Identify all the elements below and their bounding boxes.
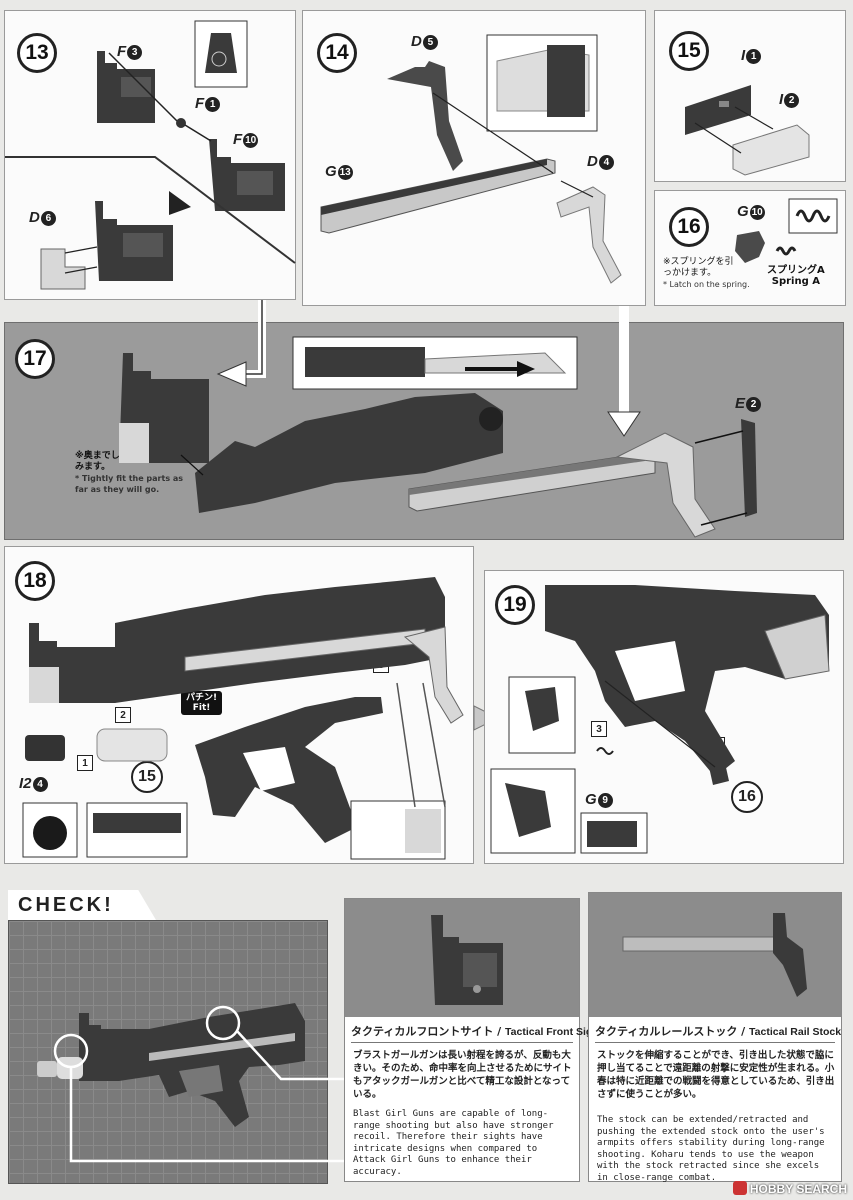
- ref-step-15-badge: 15: [131, 761, 163, 793]
- step-19-panel: 19 G9 16 1 2 3: [484, 570, 844, 864]
- front-sight-body-jp: ブラストガールガンは長い射程を誇るが、反動も大きい。そのため、命中率を向上させる…: [353, 1050, 572, 1100]
- hobby-search-logo-icon: [732, 1181, 747, 1195]
- rail-stock-image: [589, 893, 841, 1017]
- step-18-illustration: [22, 577, 464, 860]
- step-15-number: 15: [669, 31, 709, 71]
- check-gun-illustration: [37, 1003, 345, 1163]
- ref-step-16-badge: 16: [731, 781, 763, 813]
- front-sight-image: [345, 899, 579, 1017]
- spring-a-label: スプリングA Spring A: [767, 265, 825, 287]
- step-17-illustration: [119, 336, 757, 538]
- front-sight-card: タクティカルフロントサイト / Tactical Front Sight ブラス…: [344, 898, 602, 1182]
- step-13-number: 13: [17, 33, 57, 73]
- step-18-panel: 18 I24 15 パチン! Fit! 1 2 3: [4, 546, 474, 864]
- rail-stock-body-jp: ストックを伸縮することができ、引き出した状態で脇に押し当てることで遠距離の射撃に…: [597, 1050, 835, 1100]
- order-1-badge: 1: [77, 755, 93, 771]
- check-grid-view: [8, 920, 345, 1184]
- step-14-number: 14: [317, 33, 357, 73]
- front-sight-illustration: [431, 915, 503, 1005]
- check-title: CHECK!: [8, 890, 156, 920]
- step-13-illustration: [5, 20, 296, 290]
- front-sight-body-en: Blast Girl Guns are capable of long-rang…: [353, 1109, 554, 1177]
- order-3-badge: 3: [591, 721, 607, 737]
- step-18-number: 18: [15, 561, 55, 601]
- step-19-number: 19: [495, 585, 535, 625]
- step-16-number: 16: [669, 207, 709, 247]
- step-17-number: 17: [15, 339, 55, 379]
- rail-stock-illustration: [622, 913, 807, 997]
- step-15-illustration: [685, 85, 810, 176]
- rail-stock-body-en: The stock can be extended/retracted and …: [597, 1115, 825, 1183]
- step-17-panel: 17 E2 ※奥までしっかりはめ込みます。 * Tightly fit the …: [4, 322, 844, 540]
- step-14-illustration: [320, 34, 622, 284]
- hobby-search-watermark: HOBBY SEARCH: [732, 1181, 847, 1196]
- front-sight-title: タクティカルフロントサイト / Tactical Front Sight: [351, 1023, 602, 1043]
- rail-stock-card: タクティカルレールストック / Tactical Rail Stock ストック…: [588, 892, 842, 1183]
- step-19-illustration: [490, 585, 830, 854]
- spring-note: ※スプリングを引っかけます。 * Latch on the spring.: [663, 257, 750, 289]
- fit-callout: パチン! Fit!: [181, 691, 223, 715]
- order-2-badge: 2: [115, 707, 131, 723]
- step-16-illustration: [735, 198, 838, 263]
- rail-stock-title: タクティカルレールストック / Tactical Rail Stock: [595, 1023, 841, 1043]
